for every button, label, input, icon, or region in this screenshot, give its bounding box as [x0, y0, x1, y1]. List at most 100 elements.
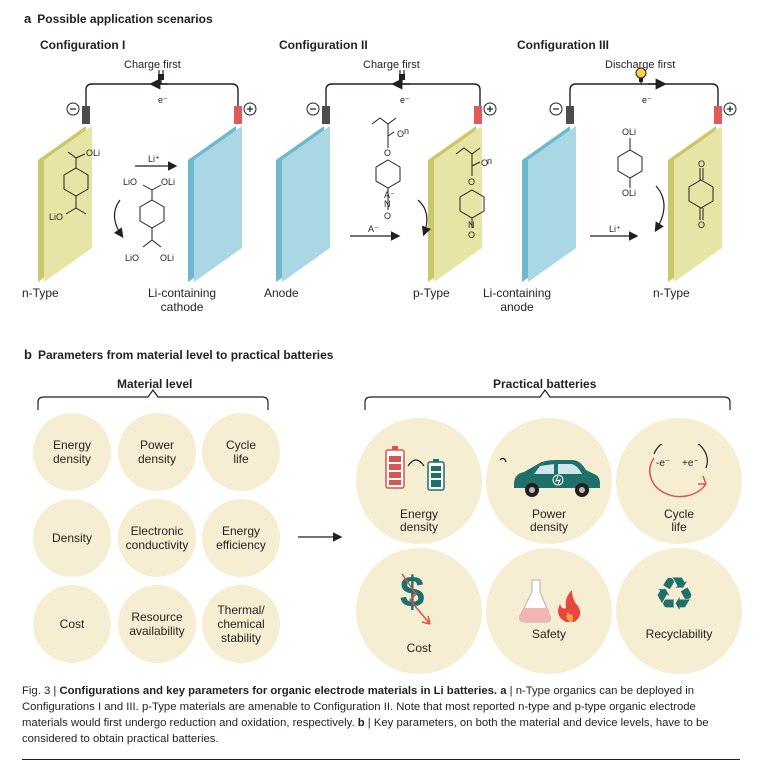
practical-cost: $ Cost	[356, 548, 482, 674]
label-li-cathode: Li-containing cathode	[148, 286, 217, 314]
plus-terminal-icon	[243, 102, 257, 116]
chem-label: OLi	[86, 148, 101, 158]
plug-icon	[399, 70, 405, 84]
cycle-arrows-icon	[649, 444, 708, 498]
config-2-electron: e⁻	[400, 95, 410, 105]
caption-a: a	[500, 685, 507, 697]
ptma-reduced-structure	[455, 147, 485, 228]
chem-label: O	[468, 230, 476, 240]
chem-label: O	[698, 220, 706, 230]
quinone-structure	[688, 168, 714, 220]
practical-label: Cost	[406, 641, 432, 655]
label-n-type: n-Type	[22, 286, 59, 300]
ion-transfer-arrows	[113, 161, 178, 238]
electric-car-icon	[499, 457, 600, 497]
p-type-electrode	[428, 106, 482, 282]
chem-label: OLi	[622, 127, 637, 137]
config-1-electron: e⁻	[158, 95, 168, 105]
caption-b: b	[357, 717, 365, 729]
panel-a-diagram	[38, 67, 737, 282]
minus-terminal-icon	[306, 102, 320, 116]
ion-transfer-arrows	[590, 185, 665, 241]
ion-transfer-arrows	[350, 199, 431, 241]
plus-terminal-icon	[483, 102, 497, 116]
config-1-circuit	[85, 78, 239, 106]
caption-title: Configurations and key parameters for or…	[59, 685, 498, 697]
label-n-type: n-Type	[653, 286, 690, 300]
config-2-circuit	[325, 78, 481, 106]
chem-label: LiO	[123, 177, 138, 187]
material-density: Density	[33, 499, 111, 577]
chem-label: LiO	[49, 212, 64, 222]
config-2-title: Configuration II	[279, 38, 368, 52]
ion-label: Li⁺	[609, 224, 621, 234]
brackets-and-arrow	[37, 388, 731, 542]
dilithium-terephthalate-structure	[63, 151, 89, 215]
caption-fig: Fig. 3 |	[22, 685, 57, 697]
chem-label: LiO	[125, 253, 140, 263]
figure-caption: Fig. 3 | Configurations and key paramete…	[22, 683, 742, 747]
battery-charge-icon	[385, 446, 445, 491]
electron-in-label: +e⁻	[682, 458, 699, 469]
lithium-phenolate-structure	[617, 138, 643, 188]
bottom-rule	[22, 759, 740, 760]
ion-label: A⁻	[368, 224, 379, 234]
chem-label: OLi	[161, 177, 176, 187]
caption-text-1: | n-Type organics can be deployed in Con…	[22, 685, 696, 729]
minus-terminal-icon	[549, 102, 563, 116]
caption-text-2: | Key parameters, on both the material a…	[22, 717, 709, 745]
chem-label: O	[384, 211, 392, 221]
practical-batteries-header: Practical batteries	[493, 377, 597, 391]
config-3-circuit	[569, 78, 719, 106]
label-p-type: p-Type	[413, 286, 450, 300]
practical-label: Safety	[531, 627, 567, 641]
recycle-icon: ♻	[654, 567, 696, 621]
chem-label: n	[404, 126, 410, 136]
chem-label: N	[384, 199, 391, 209]
label-li-anode: Li-containing anode	[483, 286, 552, 314]
chem-label: n	[487, 156, 493, 166]
chem-label: N	[468, 220, 475, 230]
material-cost: Cost	[33, 585, 111, 663]
config-3-action: Discharge first	[605, 59, 676, 71]
plug-icon	[158, 70, 164, 84]
chem-label: O	[397, 129, 405, 139]
electron-out-label: -e⁻	[656, 458, 671, 469]
plus-terminal-icon	[723, 102, 737, 116]
n-type-electrode	[668, 106, 722, 282]
chem-label: O	[384, 148, 392, 158]
downward-trend-icon	[401, 573, 431, 625]
ptma-oxidized-structure	[371, 117, 401, 210]
config-3-electron: e⁻	[642, 95, 652, 105]
chem-label: O	[468, 177, 476, 187]
chem-label: OLi	[622, 188, 637, 198]
chem-label: O	[481, 158, 489, 168]
config-3-title: Configuration III	[517, 38, 609, 52]
chem-label: A⁻	[384, 190, 395, 200]
light-bulb-icon	[635, 67, 647, 84]
config-2-action: Charge first	[363, 59, 420, 71]
config-1-action: Charge first	[124, 59, 181, 71]
practical-label: Recyclability	[645, 627, 713, 641]
material-level-header: Material level	[117, 377, 193, 391]
li-anode-electrode	[522, 106, 576, 282]
practical-recyclability: ♻ Recyclability	[616, 548, 742, 674]
n-type-electrode	[38, 106, 92, 282]
reduced-molecule-structure	[139, 184, 165, 248]
minus-terminal-icon	[66, 102, 80, 116]
chem-label: O	[698, 159, 706, 169]
config-1-title: Configuration I	[40, 38, 126, 52]
cathode-electrode	[188, 106, 242, 282]
